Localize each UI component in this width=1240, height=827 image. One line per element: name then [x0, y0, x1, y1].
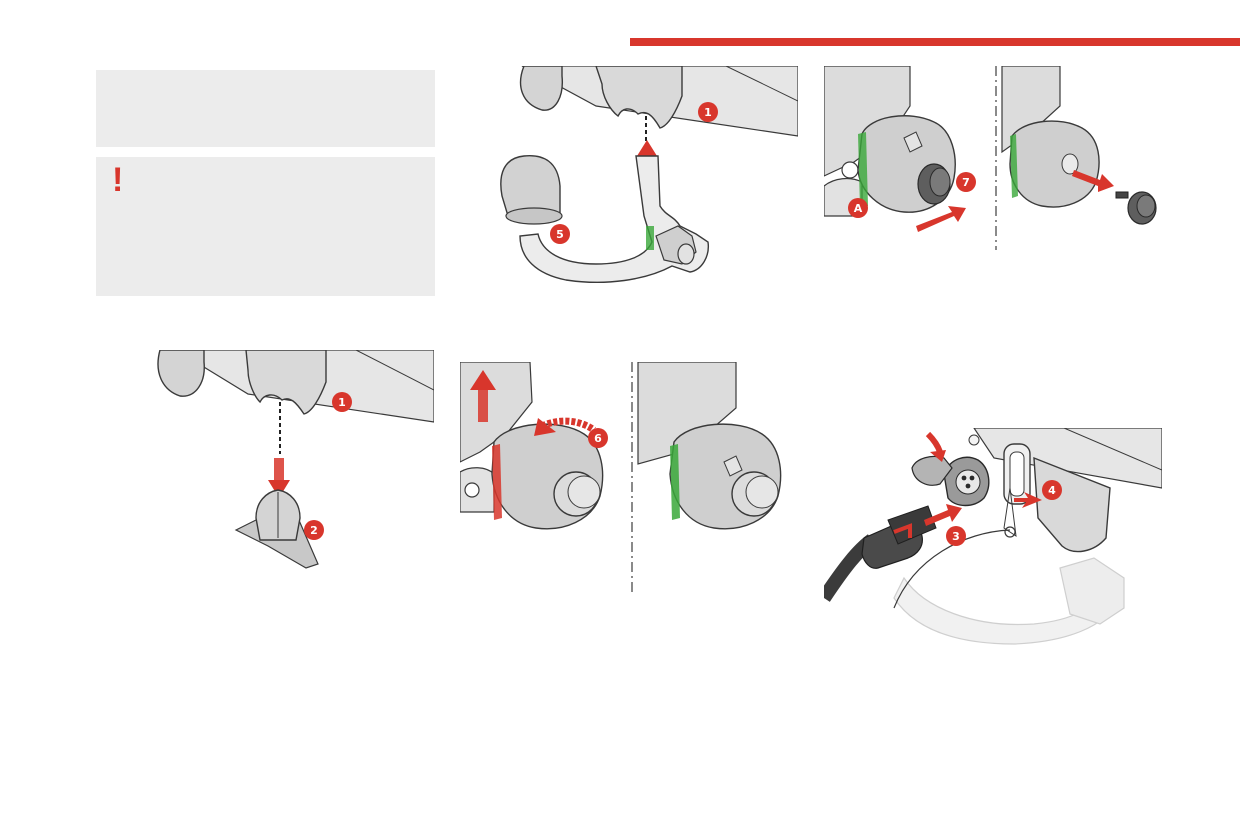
pull-arrow-icon: [1014, 492, 1042, 508]
illustration-unlock-knob: 6: [460, 362, 798, 592]
callout-step1: 1: [698, 102, 718, 122]
twist-arrow-icon: [893, 523, 912, 538]
callout-step6: 6: [588, 428, 608, 448]
svg-text:A: A: [854, 202, 863, 215]
remove-arrow-icon: [1072, 170, 1114, 192]
illustration-blanking-plug: 1 2: [156, 350, 434, 572]
illustration-lock-knob: A 7: [824, 66, 1164, 250]
header-accent-bar: [630, 38, 1240, 46]
warning-panel: !: [96, 157, 435, 296]
callout-step2: 2: [304, 520, 324, 540]
insert-arrow-icon: [916, 206, 966, 232]
svg-text:4: 4: [1048, 484, 1056, 497]
svg-text:2: 2: [310, 524, 318, 537]
callout-step1: 1: [332, 392, 352, 412]
callout-step3: 3: [946, 526, 966, 546]
down-arrow-icon: [925, 431, 946, 462]
exclamation-icon: !: [112, 161, 124, 199]
info-panel: [96, 70, 435, 147]
illustration-tow-ball-insert: 1 5: [496, 66, 798, 290]
callout-step5: 5: [550, 224, 570, 244]
svg-text:5: 5: [556, 228, 564, 241]
callout-step7: 7: [956, 172, 976, 192]
svg-text:1: 1: [704, 106, 712, 119]
down-arrow-icon: [268, 458, 290, 498]
svg-text:6: 6: [594, 432, 602, 445]
svg-text:3: 3: [952, 530, 960, 543]
illustration-socket-connection: 3 4: [824, 428, 1162, 650]
svg-text:1: 1: [338, 396, 346, 409]
insert-arrow-icon: [924, 504, 962, 526]
rotate-arrow-icon: [534, 417, 597, 436]
up-arrow-icon: [470, 370, 496, 422]
callout-step4: 4: [1042, 480, 1062, 500]
callout-label-a: A: [848, 198, 868, 218]
svg-text:7: 7: [962, 176, 970, 189]
